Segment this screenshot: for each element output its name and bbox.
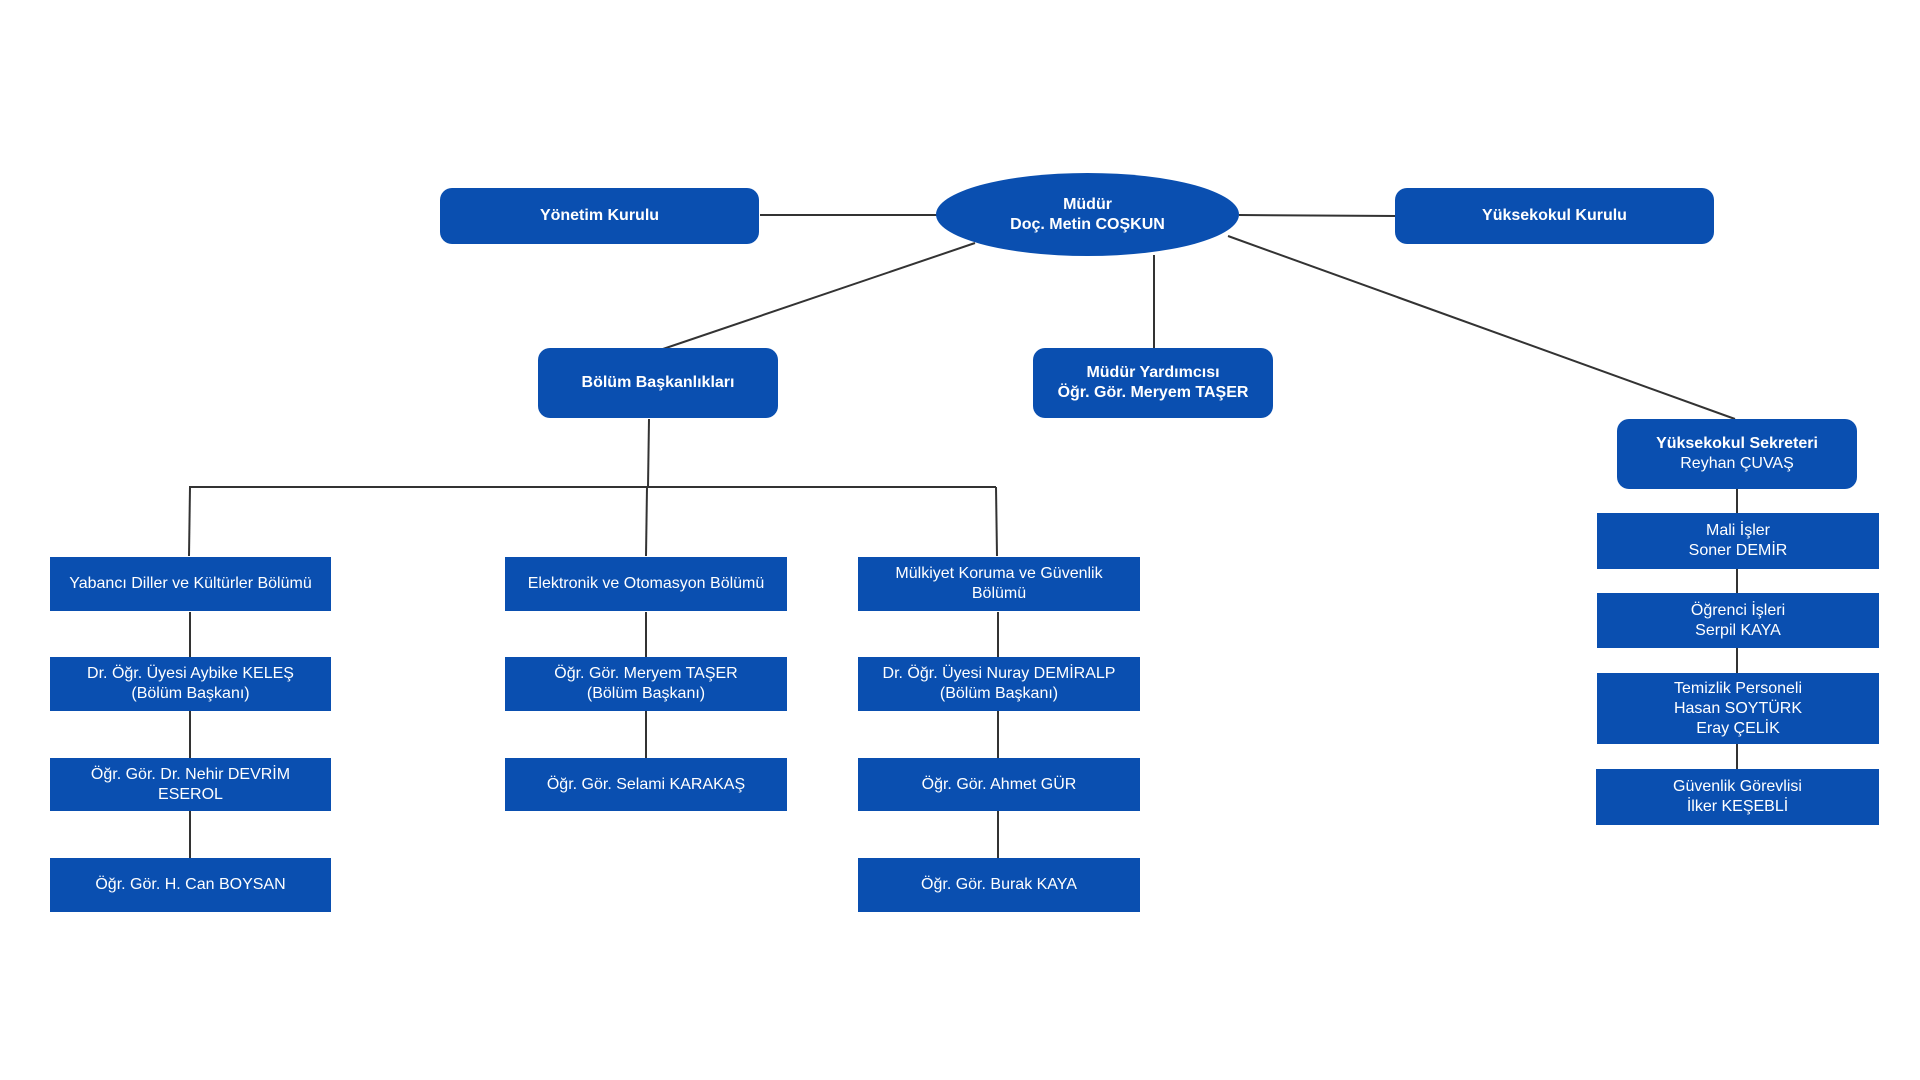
dept1-staff1-line1: Öğr. Gör. Dr. Nehir DEVRİM xyxy=(90,765,291,783)
line-bus-dept1 xyxy=(188,486,191,557)
secretary-name: Reyhan ÇUVAŞ xyxy=(1680,455,1794,472)
cleaning-name2: Eray ÇELİK xyxy=(1696,719,1780,737)
management-board-label: Yönetim Kurulu xyxy=(539,207,660,224)
dept2-staff1-name: Öğr. Gör. Selami KARAKAŞ xyxy=(546,775,746,793)
cleaning-title: Temizlik Personeli xyxy=(1673,679,1803,697)
department-heads-label: Bölüm Başkanlıkları xyxy=(581,374,735,391)
line-depthead-bus xyxy=(647,418,650,488)
line-bus-dept2 xyxy=(645,486,648,557)
dept2-head-role: (Bölüm Başkanı) xyxy=(586,685,706,702)
dept1-staff1-box: Öğr. Gör. Dr. Nehir DEVRİM ESEROL xyxy=(50,758,331,811)
line-director-school xyxy=(1238,214,1398,217)
dept1-head-role: (Bölüm Başkanı) xyxy=(131,685,250,702)
secretary-title: Yüksekokul Sekreteri xyxy=(1656,435,1818,452)
department-heads-box: Bölüm Başkanlıkları xyxy=(538,348,778,418)
line-bus-dept3 xyxy=(995,486,998,557)
dept3-name-line1: Mülkiyet Koruma ve Güvenlik xyxy=(895,565,1103,582)
line-director-secretary xyxy=(1227,235,1736,420)
security-name: İlker KEŞEBLİ xyxy=(1686,798,1789,815)
dept3-name-line2: Bölümü xyxy=(971,585,1027,602)
student-affairs-title: Öğrenci İşleri xyxy=(1690,601,1786,619)
finance-title: Mali İşler xyxy=(1705,522,1770,539)
dept1-staff1-line2: ESEROL xyxy=(158,785,223,803)
deputy-title: Müdür Yardımcısı xyxy=(1086,364,1220,381)
dept3-staff1-box: Öğr. Gör. Ahmet GÜR xyxy=(858,758,1140,811)
dept3-staff1-name: Öğr. Gör. Ahmet GÜR xyxy=(921,775,1077,793)
director-box: Müdür Doç. Metin COŞKUN xyxy=(936,173,1239,256)
director-name: Doç. Metin COŞKUN xyxy=(1010,215,1165,233)
school-board-box: Yüksekokul Kurulu xyxy=(1395,188,1714,244)
dept3-box: Mülkiyet Koruma ve Güvenlik Bölümü xyxy=(858,557,1140,611)
dept1-head-box: Dr. Öğr. Üyesi Aybike KELEŞ (Bölüm Başka… xyxy=(50,657,331,711)
dept2-name: Elektronik ve Otomasyon Bölümü xyxy=(527,575,765,592)
dept3-head-role: (Bölüm Başkanı) xyxy=(939,685,1059,702)
dept2-head-name: Öğr. Gör. Meryem TAŞER xyxy=(554,665,738,682)
director-title: Müdür xyxy=(1063,195,1112,213)
dept2-box: Elektronik ve Otomasyon Bölümü xyxy=(505,557,787,611)
student-affairs-box: Öğrenci İşleri Serpil KAYA xyxy=(1597,593,1879,648)
deputy-name: Öğr. Gör. Meryem TAŞER xyxy=(1057,384,1249,401)
dept2-head-box: Öğr. Gör. Meryem TAŞER (Bölüm Başkanı) xyxy=(505,657,787,711)
dept2-staff1-box: Öğr. Gör. Selami KARAKAŞ xyxy=(505,758,787,811)
dept3-head-name: Dr. Öğr. Üyesi Nuray DEMİRALP xyxy=(882,665,1116,682)
finance-box: Mali İşler Soner DEMİR xyxy=(1597,513,1879,569)
dept3-head-box: Dr. Öğr. Üyesi Nuray DEMİRALP (Bölüm Baş… xyxy=(858,657,1140,711)
management-board-box: Yönetim Kurulu xyxy=(440,188,759,244)
cleaning-staff-box: Temizlik Personeli Hasan SOYTÜRK Eray ÇE… xyxy=(1597,673,1879,744)
school-board-label: Yüksekokul Kurulu xyxy=(1482,207,1627,224)
dept1-name: Yabancı Diller ve Kültürler Bölümü xyxy=(69,575,312,592)
dept1-staff2-box: Öğr. Gör. H. Can BOYSAN xyxy=(50,858,331,912)
student-affairs-name: Serpil KAYA xyxy=(1695,621,1781,639)
line-director-depthead xyxy=(659,242,976,351)
dept1-staff2-name: Öğr. Gör. H. Can BOYSAN xyxy=(95,876,286,893)
dept1-box: Yabancı Diller ve Kültürler Bölümü xyxy=(50,557,331,611)
cleaning-name1: Hasan SOYTÜRK xyxy=(1673,699,1803,717)
security-box: Güvenlik Görevlisi İlker KEŞEBLİ xyxy=(1596,769,1879,825)
dept3-staff2-name: Öğr. Gör. Burak KAYA xyxy=(921,876,1077,893)
security-title: Güvenlik Görevlisi xyxy=(1673,778,1802,795)
dept3-staff2-box: Öğr. Gör. Burak KAYA xyxy=(858,858,1140,912)
finance-name: Soner DEMİR xyxy=(1688,542,1788,559)
deputy-director-box: Müdür Yardımcısı Öğr. Gör. Meryem TAŞER xyxy=(1033,348,1273,418)
secretary-box: Yüksekokul Sekreteri Reyhan ÇUVAŞ xyxy=(1617,419,1857,489)
dept1-head-name: Dr. Öğr. Üyesi Aybike KELEŞ xyxy=(87,665,294,682)
